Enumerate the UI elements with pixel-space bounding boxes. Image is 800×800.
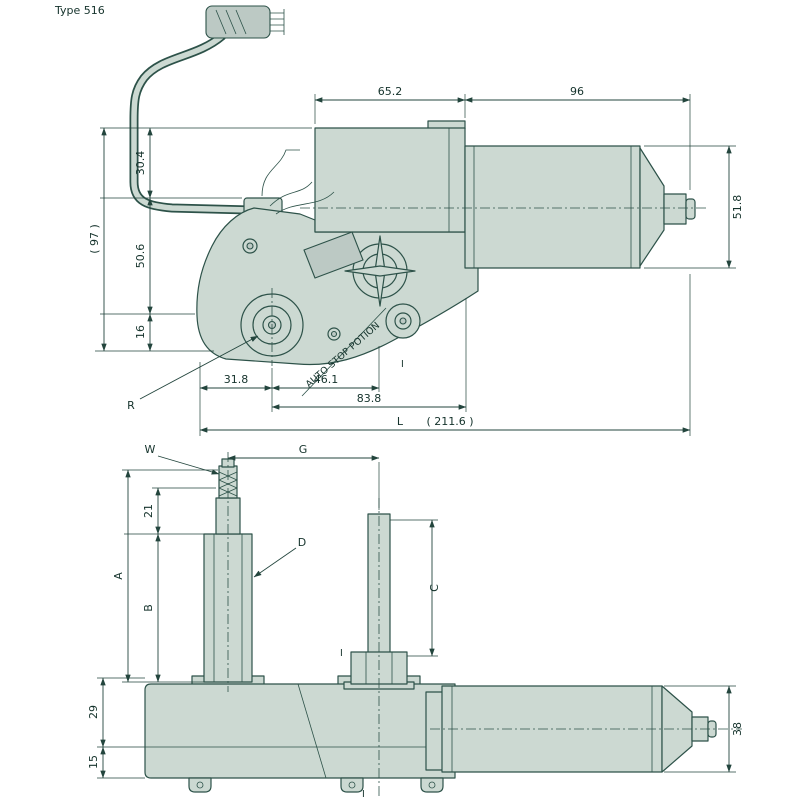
dim-46-1: 46.1 (314, 373, 339, 386)
dim-50-6: 50.6 (134, 244, 147, 269)
centerlines-bottom-view (227, 452, 742, 798)
crank-cover (314, 120, 466, 233)
end-cone (639, 147, 665, 267)
section-mark-top: I (401, 359, 404, 370)
idler-gear (385, 303, 421, 339)
wiring (261, 149, 335, 215)
connector-plug (205, 5, 285, 39)
centerlines-top-view (271, 207, 708, 366)
section-mark-bottom-1: I (340, 648, 343, 659)
dim-29: 29 (87, 705, 100, 719)
dimensions-bottom-view: W G 21 A B C D 29 15 (87, 443, 744, 779)
label-R: R (127, 399, 135, 412)
section-mark-bottom-2: I (362, 789, 365, 800)
dim-38: 38 (731, 722, 744, 736)
cable-harness (129, 31, 255, 215)
auto-stop-cam (344, 235, 416, 307)
dim-L: L (397, 415, 404, 428)
dim-21: 21 (142, 504, 155, 518)
dim-83-8: 83.8 (357, 392, 382, 405)
label-W: W (145, 443, 156, 456)
dim-31-8: 31.8 (224, 373, 249, 386)
dim-16: 16 (134, 325, 147, 339)
dim-51-8: 51.8 (731, 195, 744, 220)
mounting-screws (242, 238, 341, 341)
drawing-title: Type 516 (54, 4, 105, 17)
dim-211-6: ( 211.6 ) (426, 415, 473, 428)
dim-97: ( 97 ) (88, 224, 101, 254)
dim-C: C (428, 584, 441, 592)
dim-30-4: 30.4 (134, 151, 147, 176)
mounting-feet (188, 777, 444, 793)
motor-flange (425, 691, 445, 771)
bearing-tip (663, 193, 687, 225)
terminal-block (303, 231, 364, 279)
dim-A: A (112, 572, 125, 580)
motor-cylinder (464, 145, 696, 269)
base-housing (144, 675, 456, 779)
label-D: D (298, 536, 306, 549)
dim-15: 15 (87, 755, 100, 769)
dim-96: 96 (570, 85, 584, 98)
dim-65-2: 65.2 (378, 85, 403, 98)
bottom-view: I I W G 21 A B C (87, 443, 744, 800)
dim-B: B (142, 604, 155, 612)
dim-G: G (299, 443, 308, 456)
end-cap (685, 198, 696, 220)
top-view: I 65.2 96 51.8 30.4 50.6 16 ( 97 ) (88, 5, 744, 436)
